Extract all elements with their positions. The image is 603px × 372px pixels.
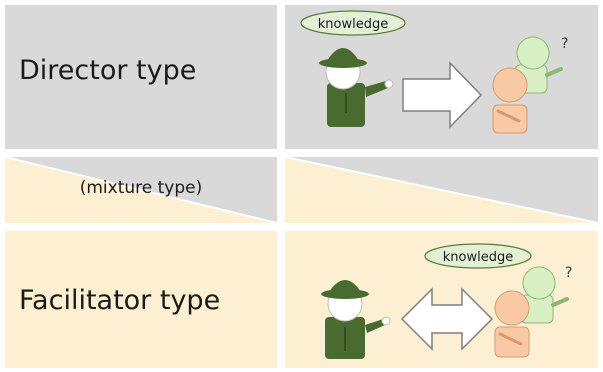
student-figure-icon [494, 290, 530, 358]
facilitator-label-panel: Facilitator type [5, 231, 277, 368]
mixture-diagram-diagonal [285, 157, 598, 223]
mixture-label-panel: (mixture type) [5, 157, 277, 223]
director-diagram: knowledge ? [300, 10, 568, 134]
director-type-label: Director type [19, 55, 197, 86]
student-figure-icon [492, 67, 528, 134]
mixture-diagonal [5, 157, 277, 223]
facilitator-type-label: Facilitator type [19, 285, 221, 316]
knowledge-bubble [300, 10, 406, 36]
facilitator-diagram-panel: knowledge ? [285, 231, 598, 368]
question-mark: ? [561, 36, 568, 52]
director-diagram-panel: knowledge ? [285, 5, 598, 149]
right-arrow-icon [402, 61, 483, 129]
double-arrow-icon [400, 287, 494, 351]
student-figure-icon [520, 266, 569, 324]
knowledge-bubble-text: knowledge [318, 17, 388, 32]
teacher-figure-icon [319, 48, 394, 127]
question-mark: ? [565, 265, 572, 281]
knowledge-bubble [424, 243, 532, 269]
teacher-figure-icon [321, 280, 391, 359]
mixture-type-label: (mixture type) [79, 178, 203, 198]
director-label-panel: Director type [5, 5, 277, 149]
mixture-diagram-panel [285, 157, 598, 223]
knowledge-bubble-text: knowledge [443, 250, 513, 265]
facilitator-diagram: knowledge ? [321, 243, 572, 359]
